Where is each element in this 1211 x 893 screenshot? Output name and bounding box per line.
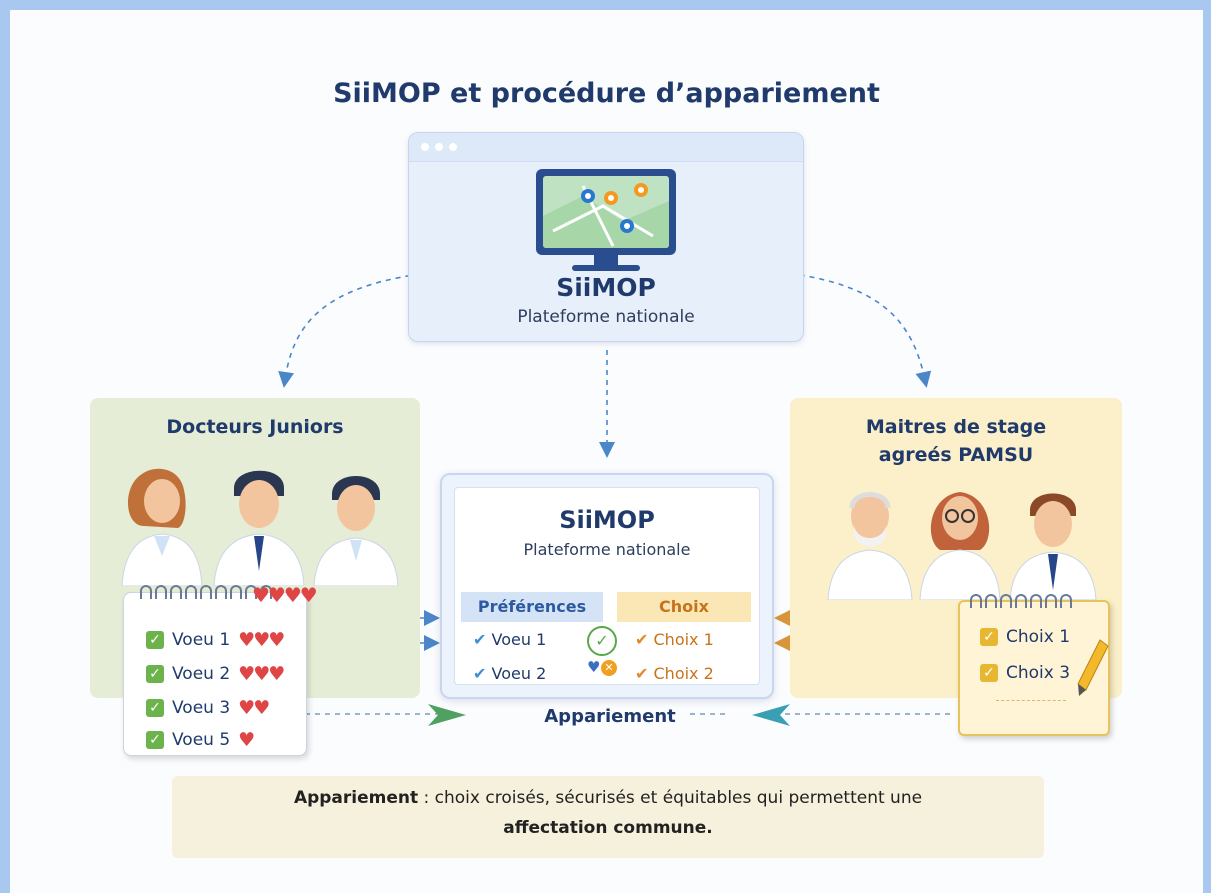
- juniors-title: Docteurs Juniors: [166, 416, 344, 438]
- juniors-doctors-illustration: [121, 468, 399, 586]
- doctor-male-icon: [313, 476, 399, 586]
- choix-row: ✔ Choix 2: [635, 664, 714, 683]
- wishes-notepad: ♥♥♥♥ ✓ Voeu 1 ♥♥♥ ✓ Voeu 2 ♥♥♥ ✓ Voeu 3 …: [123, 583, 318, 756]
- center-platform-subtitle: Plateforme nationale: [523, 540, 691, 559]
- window-dot-icon: [421, 143, 429, 151]
- heart-icon: ♥: [238, 729, 255, 751]
- checkbox-checked-icon: ✓: [146, 731, 164, 749]
- wish-row: ✓ Voeu 2 ♥♥♥: [146, 661, 285, 687]
- checkbox-checked-icon: ✓: [146, 665, 164, 683]
- center-platform-name: SiiMOP: [559, 506, 655, 534]
- mismatch-x-icon: ✕: [601, 660, 617, 676]
- choice-label: Choix 1: [1006, 627, 1071, 647]
- spiral-binding: [970, 594, 1072, 608]
- arrow-platform-to-juniors: [278, 267, 501, 388]
- checkbox-checked-icon: ✓: [146, 631, 164, 649]
- checkbox-checked-icon: ✓: [980, 664, 998, 682]
- maitres-title-line2: agreés PAMSU: [878, 444, 1034, 466]
- platform-subtitle: Plateforme nationale: [517, 307, 695, 327]
- map-pin-icon: [581, 189, 595, 203]
- appariement-arrowhead-left: [428, 704, 466, 726]
- monitor-map-icon: [536, 169, 676, 255]
- wish-row: ✓ Voeu 5 ♥: [146, 727, 255, 753]
- map-pin-icon: [620, 219, 634, 233]
- preference-row: ✔ Voeu 2: [473, 664, 546, 683]
- wish-label: Voeu 1: [172, 630, 231, 650]
- heart-icon: ♥♥♥: [238, 629, 285, 651]
- doctor-male-icon: [213, 470, 305, 586]
- caption-term: Appariement: [293, 788, 419, 808]
- matching-label: Appariement: [544, 706, 676, 727]
- spiral-binding: [140, 585, 272, 599]
- preference-label: Voeu 2: [491, 664, 547, 683]
- choix-header: Choix: [617, 592, 751, 622]
- heart-icon: ♥♥♥: [238, 663, 285, 685]
- wish-label: Voeu 3: [172, 698, 231, 718]
- platform-name: SiiMOP: [556, 273, 656, 302]
- map-pin-icon: [604, 191, 618, 205]
- choice-row: ✓ Choix 1: [980, 624, 1070, 650]
- diagram-canvas: SiiMOP et procédure d’appariement: [10, 10, 1203, 893]
- check-icon: ✔: [635, 664, 649, 683]
- wish-label: Voeu 5: [172, 730, 231, 750]
- caption-line2: affectation commune.: [503, 818, 713, 838]
- doctor-female-glasses-icon: [919, 492, 1001, 600]
- blank-line: [996, 700, 1066, 701]
- checkbox-checked-icon: ✓: [980, 628, 998, 646]
- map-pin-icon: [634, 183, 648, 197]
- diagram-title: SiiMOP et procédure d’appariement: [333, 78, 880, 109]
- window-dot-icon: [435, 143, 443, 151]
- preference-row: ✔ Voeu 1: [473, 630, 546, 649]
- caption-line1: Appariement : choix croisés, sécurisés e…: [172, 788, 1044, 808]
- window-titlebar: [409, 133, 803, 162]
- doctor-senior-icon: [827, 492, 913, 600]
- check-icon: ✔: [473, 630, 487, 649]
- choix-label: Choix 2: [653, 664, 714, 683]
- choice-label: Choix 3: [1006, 663, 1071, 683]
- window-dot-icon: [449, 143, 457, 151]
- header-hearts: ♥♥♥♥: [252, 583, 318, 607]
- choix-row: ✔ Choix 1: [635, 630, 714, 649]
- choices-notepad: ✓ Choix 1 ✓ Choix 3: [958, 594, 1110, 736]
- doctor-female-icon: [121, 468, 203, 586]
- checkbox-checked-icon: ✓: [146, 699, 164, 717]
- matching-platform-card: SiiMOP Plateforme nationale Préférences …: [440, 473, 774, 699]
- maitres-doctors-illustration: [827, 492, 1097, 600]
- caption-box: Appariement : choix croisés, sécurisés e…: [172, 776, 1044, 858]
- doctor-male-icon: [1009, 493, 1097, 600]
- pencil-icon: [1077, 639, 1109, 696]
- preference-label: Voeu 1: [491, 630, 547, 649]
- choix-label: Choix 1: [653, 630, 714, 649]
- caption-text: : choix croisés, sécurisés et équitables…: [418, 788, 923, 808]
- heart-icon: ♥♥: [238, 697, 270, 719]
- platform-window: SiiMOP Plateforme nationale: [408, 132, 804, 342]
- check-icon: ✔: [635, 630, 649, 649]
- heart-icon: ♥: [587, 658, 601, 676]
- maitres-title-line1: Maitres de stage: [865, 416, 1047, 438]
- choice-row: ✓ Choix 3: [980, 660, 1070, 686]
- match-check-icon: ✓: [587, 626, 617, 656]
- wish-row: ✓ Voeu 3 ♥♥: [146, 695, 270, 721]
- appariement-arrowhead-right: [752, 704, 790, 726]
- maitres-panel: Maitres de stage agreés PAMSU: [790, 398, 1122, 698]
- wish-label: Voeu 2: [172, 664, 231, 684]
- wish-row: ✓ Voeu 1 ♥♥♥: [146, 627, 285, 653]
- check-icon: ✔: [473, 664, 487, 683]
- preferences-header: Préférences: [461, 592, 603, 622]
- juniors-panel: Docteurs Juniors: [90, 398, 420, 698]
